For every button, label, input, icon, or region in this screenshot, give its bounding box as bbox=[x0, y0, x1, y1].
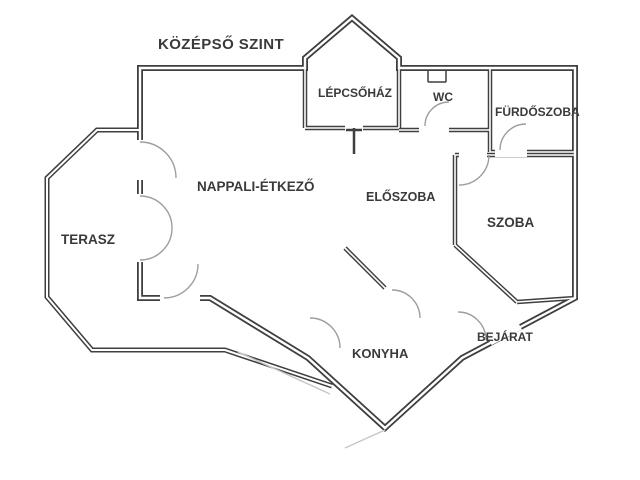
entrance-door-arc bbox=[457, 311, 487, 341]
door-arcs bbox=[139, 101, 527, 349]
room-label-bathroom: FÜRDŐSZOBA bbox=[495, 105, 580, 119]
room-label-room: SZOBA bbox=[487, 215, 535, 230]
wc-door-arc bbox=[424, 101, 450, 127]
deck-edge-lines bbox=[237, 351, 386, 449]
terrace-door-arc bbox=[139, 141, 177, 179]
room-door-arc bbox=[458, 154, 490, 186]
room-label-entrance: BEJÁRAT bbox=[477, 330, 533, 344]
door-openings bbox=[135, 125, 527, 351]
terrace-bottom-door-arc bbox=[163, 263, 199, 299]
wc-niche bbox=[427, 71, 447, 83]
kitchen-right-door-arc bbox=[391, 289, 421, 319]
room-label-terrace: TERASZ bbox=[61, 232, 115, 247]
floor-title: KÖZÉPSŐ SZINT bbox=[158, 36, 285, 53]
room-label-hallway: ELŐSZOBA bbox=[366, 190, 436, 204]
room-label-wc: WC bbox=[433, 90, 453, 104]
room-label-staircase: LÉPCSŐHÁZ bbox=[318, 86, 393, 100]
terrace-double-door-arc bbox=[139, 195, 173, 261]
stair-symbol bbox=[346, 128, 362, 154]
kitchen-left-door-arc bbox=[309, 317, 341, 349]
room-label-living-dining: NAPPALI-ÉTKEZŐ bbox=[197, 179, 315, 194]
bathroom-door-arc bbox=[499, 123, 527, 151]
room-label-kitchen: KONYHA bbox=[352, 346, 409, 361]
